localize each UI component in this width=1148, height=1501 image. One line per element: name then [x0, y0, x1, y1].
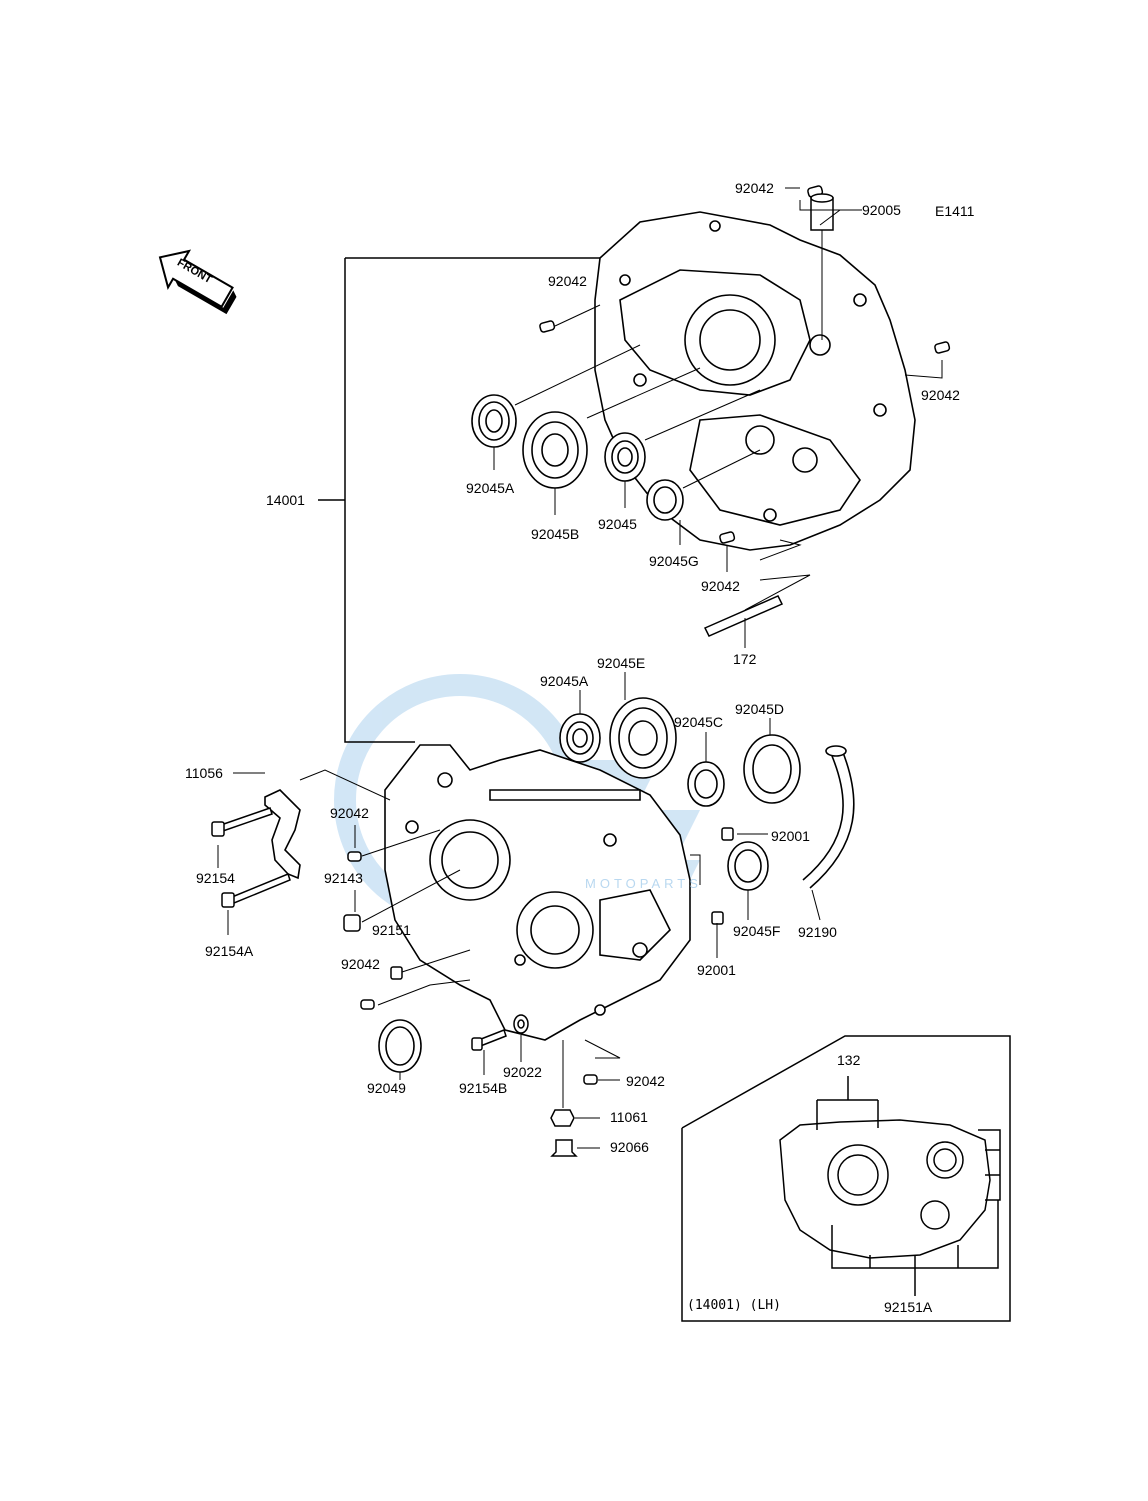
part-label-92005[interactable]: 92005 [862, 202, 901, 218]
bearing-92045E [609, 697, 677, 779]
part-label-92045D[interactable]: 92045D [735, 701, 785, 717]
oil-pipe-92005 [810, 193, 834, 231]
part-label-92154A[interactable]: 92154A [205, 943, 254, 959]
part-label-92154B[interactable]: 92154B [459, 1080, 508, 1096]
part-label-92042-low[interactable]: 92042 [341, 956, 380, 972]
part-label-92042-bottom[interactable]: 92042 [626, 1073, 665, 1089]
part-label-92042-right[interactable]: 92042 [921, 387, 960, 403]
bracket-11056 [264, 789, 301, 880]
bearing-92045G [646, 479, 684, 521]
part-label-92045A-low[interactable]: 92045A [540, 673, 589, 689]
inset-box [681, 1035, 1011, 1322]
part-label-92045C[interactable]: 92045C [674, 714, 724, 730]
bolts-left [211, 807, 291, 908]
part-label-172[interactable]: 172 [733, 651, 757, 667]
part-label-92045F[interactable]: 92045F [733, 923, 781, 939]
part-label-14001[interactable]: 14001 [266, 492, 305, 508]
part-label-92045[interactable]: 92045 [598, 516, 637, 532]
crankcase-right-half [594, 211, 916, 551]
part-label-92151[interactable]: 92151 [372, 922, 411, 938]
stud-bolt-172 [703, 595, 784, 637]
part-label-92001-a[interactable]: 92001 [771, 828, 810, 844]
part-label-92045G[interactable]: 92045G [649, 553, 699, 569]
leader-lines-upper [493, 187, 943, 648]
bearing-92045C [687, 761, 725, 807]
bearing-92045A-low [559, 713, 601, 763]
inset-caption: (14001) (LH) [687, 1298, 781, 1313]
bearing-92045 [604, 432, 646, 482]
small-parts-lower [343, 827, 734, 1157]
bearing-92045B [522, 411, 588, 489]
bearing-92045A-top [471, 394, 517, 448]
part-label-92022[interactable]: 92022 [503, 1064, 542, 1080]
part-label-92042-left[interactable]: 92042 [330, 805, 369, 821]
bracket-14001 [318, 257, 600, 743]
diagram-code: E1411 [935, 203, 975, 219]
part-label-92045A-top[interactable]: 92045A [466, 480, 515, 496]
part-label-92049[interactable]: 92049 [367, 1080, 406, 1096]
front-arrow-icon [158, 249, 237, 315]
breather-hose-92190 [802, 745, 855, 889]
part-label-11061[interactable]: 11061 [610, 1109, 648, 1125]
part-label-92042-mid[interactable]: 92042 [701, 578, 740, 594]
part-label-132[interactable]: 132 [837, 1052, 861, 1068]
watermark-text: MOTOPARTS [585, 876, 702, 891]
part-label-92151A[interactable]: 92151A [884, 1299, 933, 1315]
part-label-92045B[interactable]: 92045B [531, 526, 580, 542]
part-label-92066[interactable]: 92066 [610, 1139, 649, 1155]
part-label-92001-b[interactable]: 92001 [697, 962, 736, 978]
part-label-11056[interactable]: 11056 [185, 765, 223, 781]
seal-92049 [378, 1019, 422, 1073]
part-label-92143[interactable]: 92143 [324, 870, 363, 886]
part-label-92154[interactable]: 92154 [196, 870, 235, 886]
part-label-92190[interactable]: 92190 [798, 924, 837, 940]
bearing-92045D [743, 734, 801, 804]
part-label-92042-top[interactable]: 92042 [735, 180, 774, 196]
part-label-92045E[interactable]: 92045E [597, 655, 646, 671]
seal-92045F [727, 841, 769, 891]
leader-lines-lower [217, 672, 821, 1149]
part-label-92042-a[interactable]: 92042 [548, 273, 587, 289]
crankcase-left-half [384, 744, 691, 1041]
